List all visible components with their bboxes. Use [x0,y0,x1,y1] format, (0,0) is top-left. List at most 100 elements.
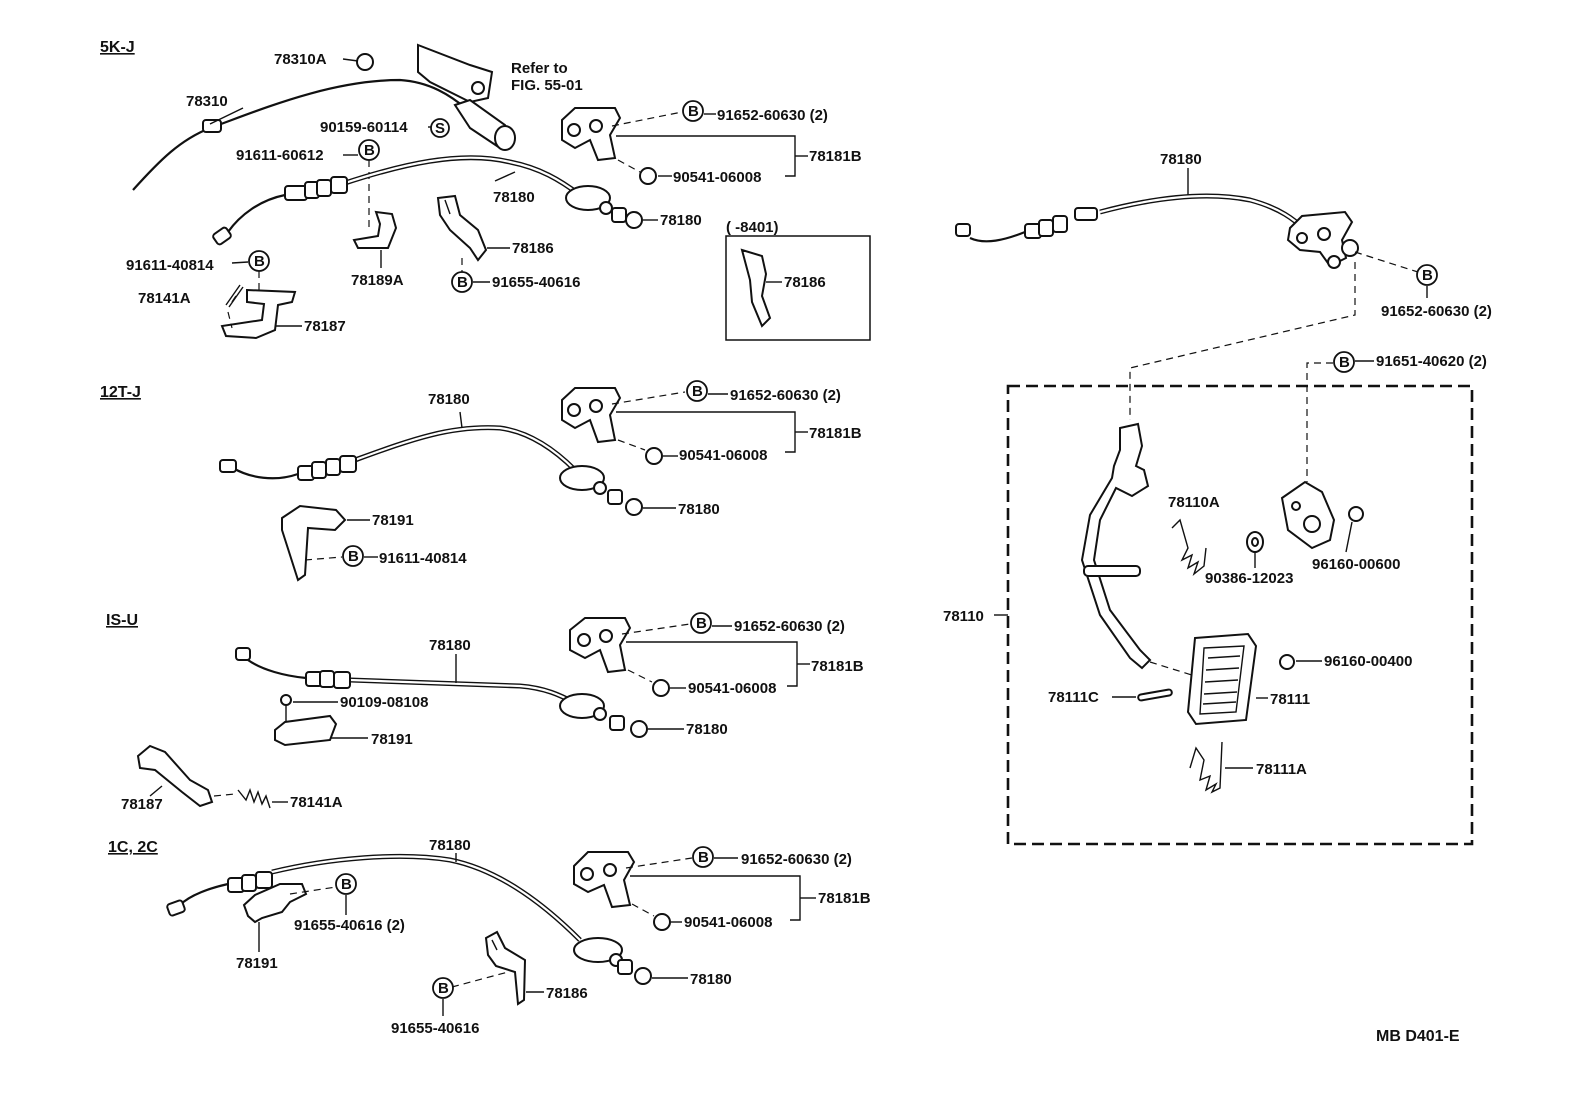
nut-90541-isu [652,679,670,697]
label-78181B-1c2c: 78181B [818,890,871,907]
bolt-badge-91611-12tj: B [342,545,364,567]
label-78181B-12tj: 78181B [809,425,862,442]
e-ring-96160-00600 [1348,506,1364,522]
mount-bracket-fig55 [417,43,494,104]
bolt-badge-91611-40814: B [248,250,270,272]
svg-text:B: B [696,615,707,632]
label-78180-cable-12tj: 78180 [428,391,470,408]
bracket-78187 [220,288,297,340]
label-90541-isu: 90541-06008 [688,680,776,697]
svg-text:B: B [438,980,449,997]
label-91611-60612: 91611-60612 [236,147,324,164]
label-78180-end-5kj: 78180 [660,212,702,229]
spring-78141A [225,284,244,308]
label-78186-1c2c: 78186 [546,985,588,1002]
pedal-arm [1080,422,1152,670]
bolt-badge-91651: B [1333,351,1355,373]
spring-78141A-isu [237,787,271,809]
label-78180-cable-1c2c: 78180 [429,837,471,854]
nut-90541-12tj [645,447,663,465]
label-96160-00600: 96160-00600 [1312,556,1400,573]
bracket-78187-isu [136,744,214,808]
label-78180-cable-isu: 78180 [429,637,471,654]
refer-line1: Refer to [511,60,568,77]
label-91652-5kj: 91652-60630 (2) [717,107,828,124]
svg-text:B: B [348,548,359,565]
accelerator-cable-78180-12tj [219,425,643,516]
label-78191-12tj: 78191 [372,512,414,529]
range-inset-box [725,235,871,341]
label-78180-cable-5kj: 78180 [493,189,535,206]
label-78310A: 78310A [274,51,327,68]
label-91655-40616-1c2c: 91655-40616 [391,1020,479,1037]
nut-90541-1c2c [653,913,671,931]
accelerator-cable-78180-right [955,193,1307,243]
accelerator-cable-78180 [212,155,643,246]
bolt-badge-91652-5kj: B [682,100,704,122]
svg-text:B: B [457,274,468,291]
label-91652-1c2c: 91652-60630 (2) [741,851,852,868]
label-91655-40616-5kj: 91655-40616 [492,274,580,291]
bolt-badge-91652-1c2c: B [692,846,714,868]
svg-text:S: S [435,120,445,137]
label-90386-12023: 90386-12023 [1205,570,1293,587]
label-78110: 78110 [943,608,984,625]
label-78180-end-12tj: 78180 [678,501,720,518]
screw-90109 [280,694,292,722]
pedal-assembly-box-78110 [1006,384,1474,846]
label-78110A: 78110A [1168,494,1220,511]
label-91655-40616-2: 91655-40616 (2) [294,917,405,934]
label-91652-isu: 91652-60630 (2) [734,618,845,635]
svg-text:B: B [254,253,265,270]
label-91611-40814-12tj: 91611-40814 [379,550,467,567]
label-90541-1c2c: 90541-06008 [684,914,772,931]
pedal-bracket [1280,480,1336,550]
label-90109-08108: 90109-08108 [340,694,428,711]
pin-78111C [1137,688,1173,702]
label-78187-isu: 78187 [121,796,163,813]
label-78111: 78111 [1270,691,1310,708]
bracket-78181B-1c2c [573,851,636,909]
label-78191-1c2c: 78191 [236,955,278,972]
label-78180-right: 78180 [1160,151,1202,168]
illustration-code: MB D401-E [1376,1028,1460,1045]
svg-text:B: B [1339,354,1350,371]
bracket-78191-isu [274,714,338,747]
label-91652-12tj: 91652-60630 (2) [730,387,841,404]
label-90159-60114: 90159-60114 [320,119,408,136]
section-label-12t-j: 12T-J [100,384,141,401]
section-label-1c-2c: 1C, 2C [108,839,158,856]
refer-line2: FIG. 55-01 [511,77,583,94]
label-78141A-5kj: 78141A [138,290,191,307]
label-96160-00400: 96160-00400 [1324,653,1412,670]
label-90541-5kj: 90541-06008 [673,169,761,186]
label-78181B-5kj: 78181B [809,148,862,165]
label-78186-5kj: 78186 [512,240,554,257]
bracket-78186-1c2c [484,930,527,1006]
nut-90541-5kj [639,167,657,185]
bushing-90386 [1246,531,1264,553]
label-78180-end-isu: 78180 [686,721,728,738]
label-78111A: 78111A [1256,761,1307,778]
accelerator-cable-78180-isu [235,647,648,738]
bolt-badge-91655-1c2c: B [335,873,357,895]
bracket-78189A [352,210,398,249]
clip-78310A [356,53,374,71]
e-ring-96160-00400 [1279,654,1295,670]
spring-78111A [1189,741,1223,794]
bracket-78181B-5kj [561,107,622,162]
range-inset-label: ( -8401) [726,219,779,236]
label-78187-5kj: 78187 [304,318,346,335]
label-78180-end-1c2c: 78180 [690,971,732,988]
label-78189A: 78189A [351,272,404,289]
label-91652-right: 91652-60630 (2) [1381,303,1492,320]
cable-knob-assembly [453,98,516,151]
bracket-78181B-isu [569,617,632,674]
label-78111C: 78111C [1048,689,1099,706]
label-91651-40620: 91651-40620 (2) [1376,353,1487,370]
bolt-badge-91655-1c2c-lower: B [432,977,454,999]
svg-text:B: B [1422,267,1433,284]
svg-text:B: B [688,103,699,120]
bolt-badge-91611-60612: B [358,139,380,161]
